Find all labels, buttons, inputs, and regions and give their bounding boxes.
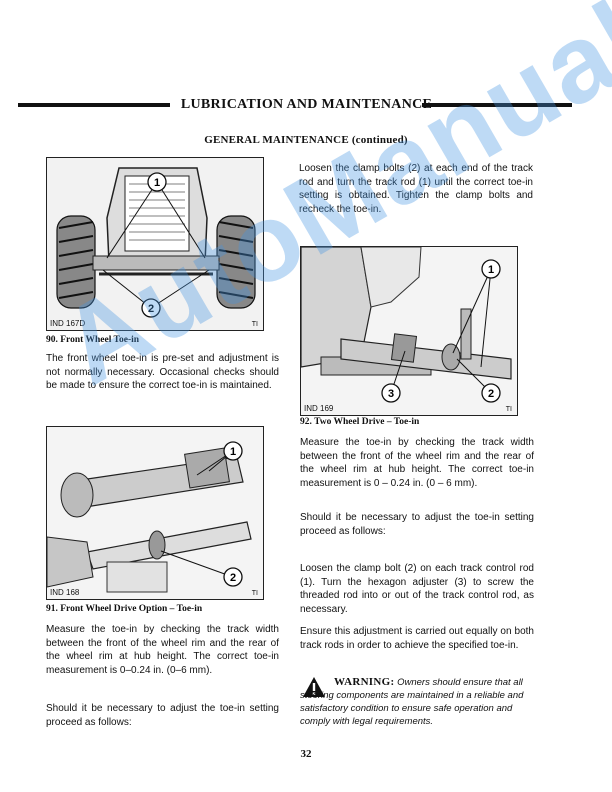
- figure-92-two-wheel-drive: 1 2 3 IND 169 TI: [300, 246, 518, 416]
- header-rule-right: [422, 103, 572, 107]
- header-rule-left: [18, 103, 170, 107]
- right-paragraph-5: Ensure this adjustment is carried out eq…: [300, 626, 534, 651]
- header-bar: LUBRICATION AND MAINTENANCE: [18, 97, 594, 113]
- fig92-id: IND 169: [304, 404, 334, 413]
- warning-label: WARNING:: [334, 676, 395, 688]
- fig90-caption: 90. Front Wheel Toe-in: [46, 335, 140, 345]
- page-number: 32: [300, 748, 312, 760]
- fig92-callout-3: 3: [388, 388, 394, 400]
- fig90-callout-1: 1: [154, 177, 160, 189]
- warning-text: WARNING: Owners should ensure that all s…: [300, 676, 536, 728]
- fig90-tag: TI: [251, 321, 258, 328]
- warning-body: Owners should ensure that all steering c…: [300, 677, 524, 727]
- right-paragraph-4: Loosen the clamp bolt (2) on each track …: [300, 563, 534, 615]
- figure-90-tractor-front: 1 2 IND 167D TI: [46, 157, 264, 331]
- right-paragraph-1: Loosen the clamp bolts (2) at each end o…: [299, 163, 533, 215]
- warning-triangle-icon: [302, 676, 326, 698]
- fig92-tag: TI: [505, 406, 512, 413]
- fig90-id: IND 167D: [50, 319, 86, 328]
- left-paragraph-3: Should it be necessary to adjust the toe…: [46, 703, 279, 728]
- right-paragraph-3: Should it be necessary to adjust the toe…: [300, 512, 534, 537]
- fig92-callout-1: 1: [488, 264, 494, 276]
- left-paragraph-2: Measure the toe-in by checking the track…: [46, 624, 279, 676]
- fig91-caption: 91. Front Wheel Drive Option – Toe-in: [46, 604, 203, 614]
- fig90-callout-2: 2: [148, 303, 154, 315]
- fig92-callout-2: 2: [488, 388, 494, 400]
- figure-91-drive-toe-in: 1 2 IND 168 TI: [46, 426, 264, 600]
- fig91-callout-1: 1: [230, 446, 236, 458]
- fig91-tag: TI: [251, 590, 258, 597]
- page-header-title: LUBRICATION AND MAINTENANCE: [180, 97, 433, 112]
- fig91-callout-2: 2: [230, 572, 236, 584]
- fig91-id: IND 168: [50, 588, 80, 597]
- section-title: GENERAL MAINTENANCE (continued): [204, 134, 408, 146]
- fig92-caption: 92. Two Wheel Drive – Toe-in: [300, 417, 420, 427]
- right-paragraph-2: Measure the toe-in by checking the track…: [300, 437, 534, 489]
- left-paragraph-1: The front wheel toe-in is pre-set and ad…: [46, 353, 279, 391]
